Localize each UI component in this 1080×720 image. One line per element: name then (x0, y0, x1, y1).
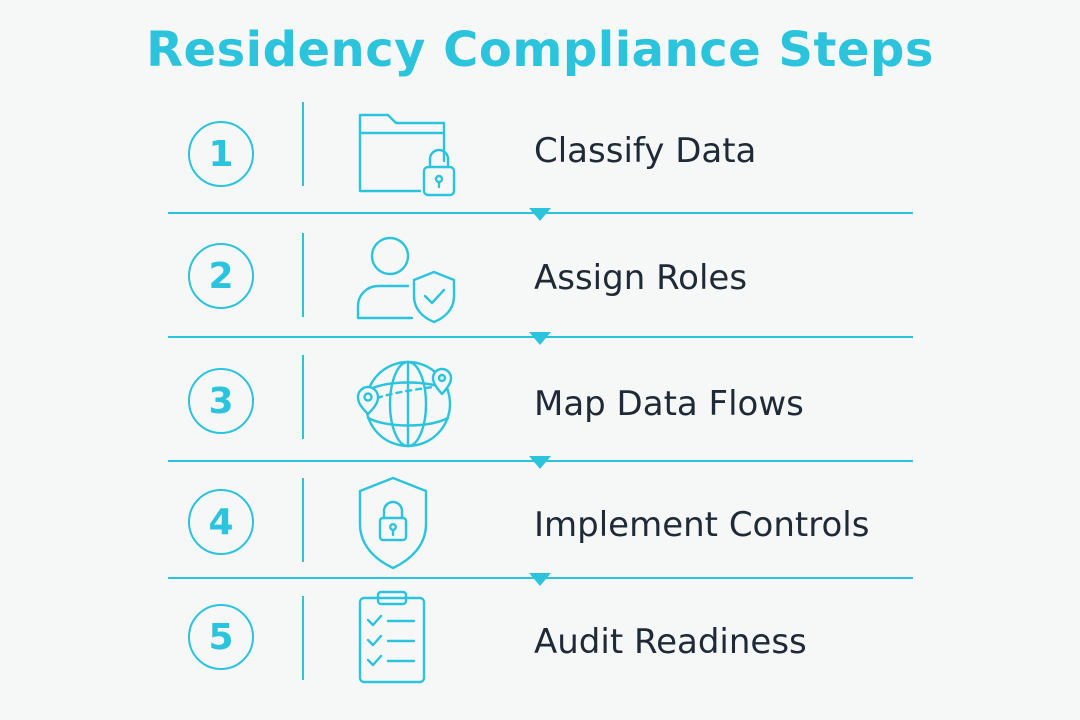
folder-lock-icon (352, 103, 460, 203)
step-1: 1 Classify Data (168, 98, 913, 208)
globe-route-icon (352, 352, 460, 452)
step-label: Classify Data (534, 131, 757, 171)
step-number-badge: 4 (188, 489, 254, 555)
step-label: Implement Controls (534, 505, 870, 545)
step-label: Audit Readiness (534, 622, 807, 662)
page-title: Residency Compliance Steps (146, 22, 934, 78)
step-number-badge: 1 (188, 121, 254, 187)
step-5: 5 Audit Readiness (168, 590, 913, 700)
down-arrow-icon (529, 573, 551, 586)
step-divider (302, 596, 304, 680)
step-divider (302, 355, 304, 439)
step-3: 3 Map Data Flows (168, 349, 913, 459)
step-number-badge: 2 (188, 243, 254, 309)
user-shield-icon (352, 230, 460, 330)
down-arrow-icon (529, 208, 551, 221)
step-label: Map Data Flows (534, 384, 804, 424)
shield-lock-icon (352, 474, 460, 574)
step-number-badge: 5 (188, 604, 254, 670)
down-arrow-icon (529, 456, 551, 469)
step-divider (302, 478, 304, 562)
step-4: 4 Implement Controls (168, 472, 913, 582)
step-2: 2 Assign Roles (168, 225, 913, 335)
clipboard-checklist-icon (352, 590, 460, 690)
step-divider (302, 102, 304, 186)
step-number-badge: 3 (188, 368, 254, 434)
step-label: Assign Roles (534, 258, 748, 298)
down-arrow-icon (529, 332, 551, 345)
step-divider (302, 233, 304, 317)
